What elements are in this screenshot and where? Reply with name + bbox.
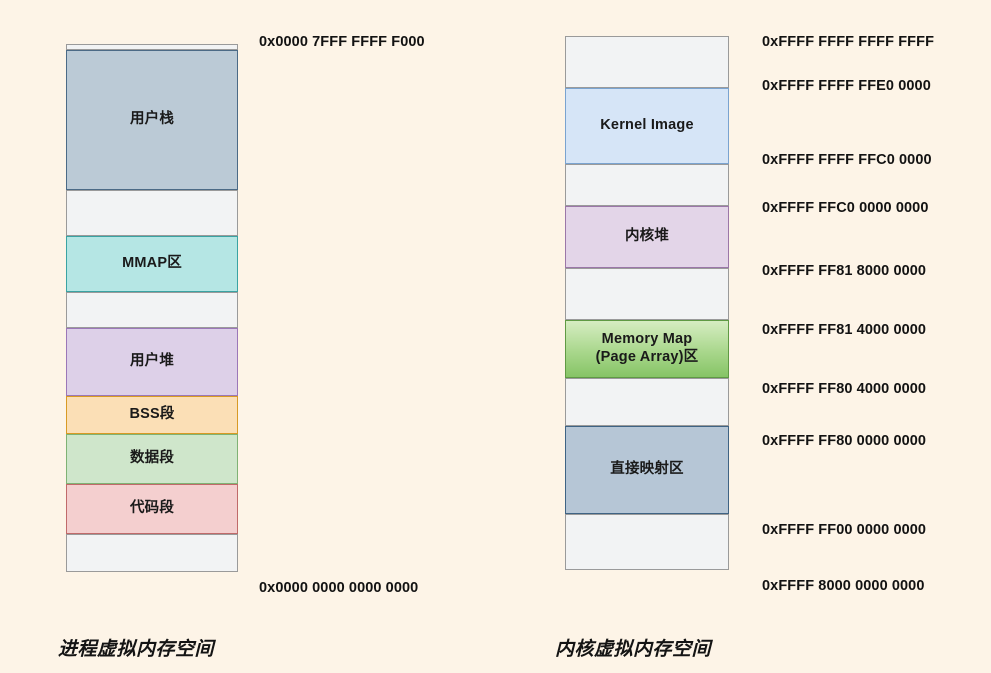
process-block-label: BSS段 xyxy=(129,406,175,423)
process-block-data: 数据段 xyxy=(66,434,238,484)
kernel-address-label-5: 0xFFFF FF81 4000 0000 xyxy=(762,322,927,338)
process-block-label: 代码段 xyxy=(129,500,175,517)
kernel-address-label-6: 0xFFFF FF80 4000 0000 xyxy=(762,381,927,397)
kernel-memory-column: Kernel Image 内核堆 Memory Map(Page Array)区直接… xyxy=(565,36,729,570)
process-block-bss: BSS段 xyxy=(66,396,238,434)
process-top-address: 0x0000 7FFF FFFF F000 xyxy=(259,34,425,50)
kernel-gap-block xyxy=(565,378,729,426)
kernel-space-caption: 内核虚拟内存空间 xyxy=(555,639,712,660)
kernel-gap-block xyxy=(565,164,729,206)
kernel-address-label-9: 0xFFFF 8000 0000 0000 xyxy=(762,578,925,594)
process-memory-column: 用户栈 MMAP区用户堆 BSS段数据段代码段 xyxy=(66,44,238,572)
kernel-address-label-2: 0xFFFF FFFF FFC0 0000 xyxy=(762,152,932,168)
process-block-label: 用户堆 xyxy=(129,353,175,370)
kernel-address-label-8: 0xFFFF FF00 0000 0000 xyxy=(762,522,927,538)
kernel-address-label-7: 0xFFFF FF80 0000 0000 xyxy=(762,433,927,449)
kernel-block-kimage: Kernel Image xyxy=(565,88,729,164)
kernel-address-label-0: 0xFFFF FFFF FFFF FFFF xyxy=(762,34,935,50)
process-block-mmap: MMAP区 xyxy=(66,236,238,292)
process-gap-block xyxy=(66,44,238,50)
kernel-block-label: 内核堆 xyxy=(624,228,670,245)
process-gap-block xyxy=(66,534,238,572)
kernel-block-kheap: 内核堆 xyxy=(565,206,729,268)
kernel-gap-block xyxy=(565,514,729,570)
kernel-block-direct: 直接映射区 xyxy=(565,426,729,514)
process-gap-block xyxy=(66,292,238,328)
process-block-label: 用户栈 xyxy=(129,111,175,128)
kernel-block-label: 直接映射区 xyxy=(610,461,684,478)
kernel-gap-block xyxy=(565,36,729,88)
kernel-gap-block xyxy=(565,268,729,320)
process-block-heap: 用户堆 xyxy=(66,328,238,396)
kernel-block-label: Kernel Image xyxy=(600,117,694,134)
process-block-label: 数据段 xyxy=(129,450,175,467)
kernel-block-label: Memory Map(Page Array)区 xyxy=(595,331,699,365)
kernel-block-memmap: Memory Map(Page Array)区 xyxy=(565,320,729,378)
kernel-address-label-1: 0xFFFF FFFF FFE0 0000 xyxy=(762,78,931,94)
process-gap-block xyxy=(66,190,238,236)
process-bottom-address: 0x0000 0000 0000 0000 xyxy=(259,580,419,596)
process-block-stack: 用户栈 xyxy=(66,50,238,190)
process-block-text: 代码段 xyxy=(66,484,238,534)
kernel-address-label-3: 0xFFFF FFC0 0000 0000 xyxy=(762,200,929,216)
process-space-caption: 进程虚拟内存空间 xyxy=(58,639,215,660)
process-block-label: MMAP区 xyxy=(122,255,182,272)
kernel-address-label-4: 0xFFFF FF81 8000 0000 xyxy=(762,263,927,279)
